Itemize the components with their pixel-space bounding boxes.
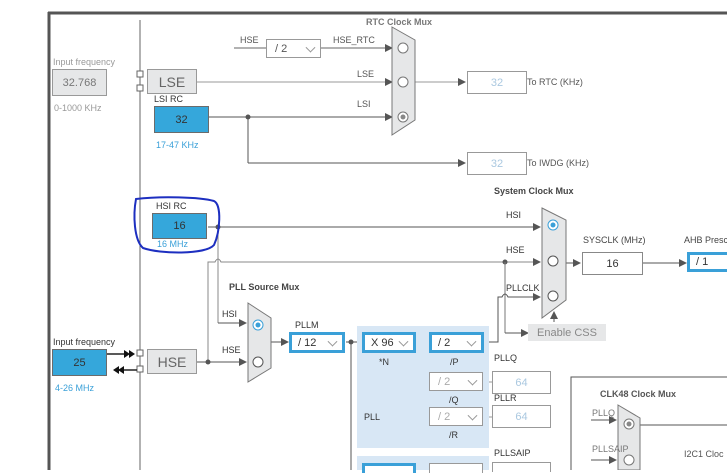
lse-pin-2 bbox=[136, 84, 144, 92]
pll-q-label: /Q bbox=[449, 395, 459, 405]
rtc-hse-divider-value: / 2 bbox=[275, 42, 288, 55]
sysclk-label: SYSCLK (MHz) bbox=[583, 235, 646, 245]
rtc-mux-radio-hse-rtc bbox=[397, 42, 409, 54]
rtc-hse-divider[interactable]: / 2 bbox=[266, 39, 321, 58]
clk48-radio-pllsaip bbox=[623, 454, 635, 466]
to-rtc-label: To RTC (KHz) bbox=[527, 77, 583, 87]
to-iwdg-label: To IWDG (KHz) bbox=[527, 158, 589, 168]
rtc-mux-title: RTC Clock Mux bbox=[366, 17, 433, 27]
pllm-label: PLLM bbox=[295, 320, 319, 330]
hsi-rc-label: HSI RC bbox=[156, 201, 187, 211]
ahb-prescaler-label: AHB Presc bbox=[684, 235, 727, 245]
lse-pin-1 bbox=[136, 70, 144, 78]
pllsaip-value bbox=[492, 462, 551, 472]
pllq-value: 64 bbox=[492, 371, 551, 394]
system-mux-title: System Clock Mux bbox=[494, 186, 574, 196]
hse-out-arrow bbox=[124, 350, 135, 358]
rtc-mux-radio-lse bbox=[397, 76, 409, 88]
pll-source-mux-shape bbox=[247, 302, 272, 383]
pll-p-label: /P bbox=[450, 357, 459, 367]
pll-source-mux-title: PLL Source Mux bbox=[229, 282, 300, 292]
chevron-down-icon bbox=[467, 410, 478, 421]
hsi-rc-range: 16 MHz bbox=[157, 239, 189, 249]
lsi-rc-value[interactable]: 32 bbox=[154, 106, 209, 133]
pllsai-n-select[interactable] bbox=[362, 463, 416, 473]
pll-q-value: / 2 bbox=[438, 375, 451, 388]
pll-n-value: X 96 bbox=[371, 336, 394, 349]
rtc-input-lsi: LSI bbox=[357, 99, 371, 109]
lse-input-frequency[interactable]: 32.768 bbox=[52, 69, 107, 96]
rtc-hse-label: HSE bbox=[240, 35, 259, 45]
lse-input-label: Input frequency bbox=[53, 57, 116, 67]
hse-input-range: 4-26 MHz bbox=[55, 383, 95, 393]
hse-input-frequency[interactable]: 25 bbox=[52, 349, 107, 376]
lsi-rc-label: LSI RC bbox=[154, 94, 184, 104]
ahb-prescaler-value: / 1 bbox=[696, 256, 709, 268]
pllsaip-label: PLLSAIP bbox=[494, 448, 531, 458]
pllm-value: / 12 bbox=[298, 336, 317, 349]
pll-r-value: / 2 bbox=[438, 410, 451, 423]
sys-input-hsi: HSI bbox=[506, 210, 522, 220]
enable-css-button[interactable]: Enable CSS bbox=[528, 324, 606, 341]
clk48-input-pllsaip: PLLSAIP bbox=[592, 444, 629, 454]
sys-input-hse: HSE bbox=[506, 245, 525, 255]
pll-src-radio-hse bbox=[252, 356, 264, 368]
sys-mux-radio-hse bbox=[547, 255, 559, 267]
pllr-value: 64 bbox=[492, 405, 551, 428]
hsi-rc-value[interactable]: 16 bbox=[152, 213, 207, 239]
rtc-input-hse-rtc: HSE_RTC bbox=[333, 35, 375, 45]
clk48-mux-title: CLK48 Clock Mux bbox=[600, 389, 677, 399]
pll-label: PLL bbox=[364, 412, 381, 422]
hse-pin-1 bbox=[136, 349, 144, 357]
pll-n-label: *N bbox=[379, 357, 390, 367]
chevron-down-icon bbox=[327, 336, 338, 347]
pll-p-select[interactable]: / 2 bbox=[429, 332, 484, 353]
to-iwdg-value: 32 bbox=[467, 152, 527, 175]
pll-src-input-hsi: HSI bbox=[222, 309, 238, 319]
clk48-input-pllq: PLLQ bbox=[592, 408, 616, 418]
pllr-label: PLLR bbox=[494, 393, 517, 403]
chevron-down-icon bbox=[466, 336, 477, 347]
pll-src-input-hse: HSE bbox=[222, 345, 241, 355]
pll-r-label: /R bbox=[449, 430, 458, 440]
hsi-highlight-annotation bbox=[133, 196, 221, 254]
sys-mux-radio-pllclk bbox=[547, 290, 559, 302]
hse-input-label: Input frequency bbox=[53, 337, 116, 347]
sys-input-pllclk: PLLCLK bbox=[506, 283, 540, 293]
hse-in-arrow bbox=[113, 366, 124, 374]
pll-q-select[interactable]: / 2 bbox=[429, 372, 483, 391]
hse-source: HSE bbox=[147, 349, 197, 374]
pll-r-select[interactable]: / 2 bbox=[429, 407, 483, 426]
pllq-label: PLLQ bbox=[494, 353, 518, 363]
sysclk-value[interactable]: 16 bbox=[582, 252, 643, 275]
clk48-mux-shape bbox=[617, 404, 641, 470]
hse-pin-2 bbox=[136, 365, 144, 373]
i2c1-clock-label: I2C1 Cloc bbox=[684, 449, 724, 459]
chevron-down-icon bbox=[398, 336, 409, 347]
lsi-rc-range: 17-47 KHz bbox=[156, 140, 199, 150]
pll-p-value: / 2 bbox=[438, 336, 451, 349]
ahb-prescaler-select[interactable]: / 1 bbox=[687, 252, 727, 272]
lse-input-range: 0-1000 KHz bbox=[54, 103, 102, 113]
pll-n-select[interactable]: X 96 bbox=[362, 332, 416, 353]
chevron-down-icon bbox=[467, 375, 478, 386]
lse-source: LSE bbox=[147, 69, 197, 94]
to-rtc-value: 32 bbox=[467, 71, 527, 94]
pllm-select[interactable]: / 12 bbox=[289, 332, 345, 353]
chevron-down-icon bbox=[305, 42, 316, 53]
pllsai-p-select[interactable] bbox=[429, 463, 483, 473]
rtc-input-lse: LSE bbox=[357, 69, 375, 79]
